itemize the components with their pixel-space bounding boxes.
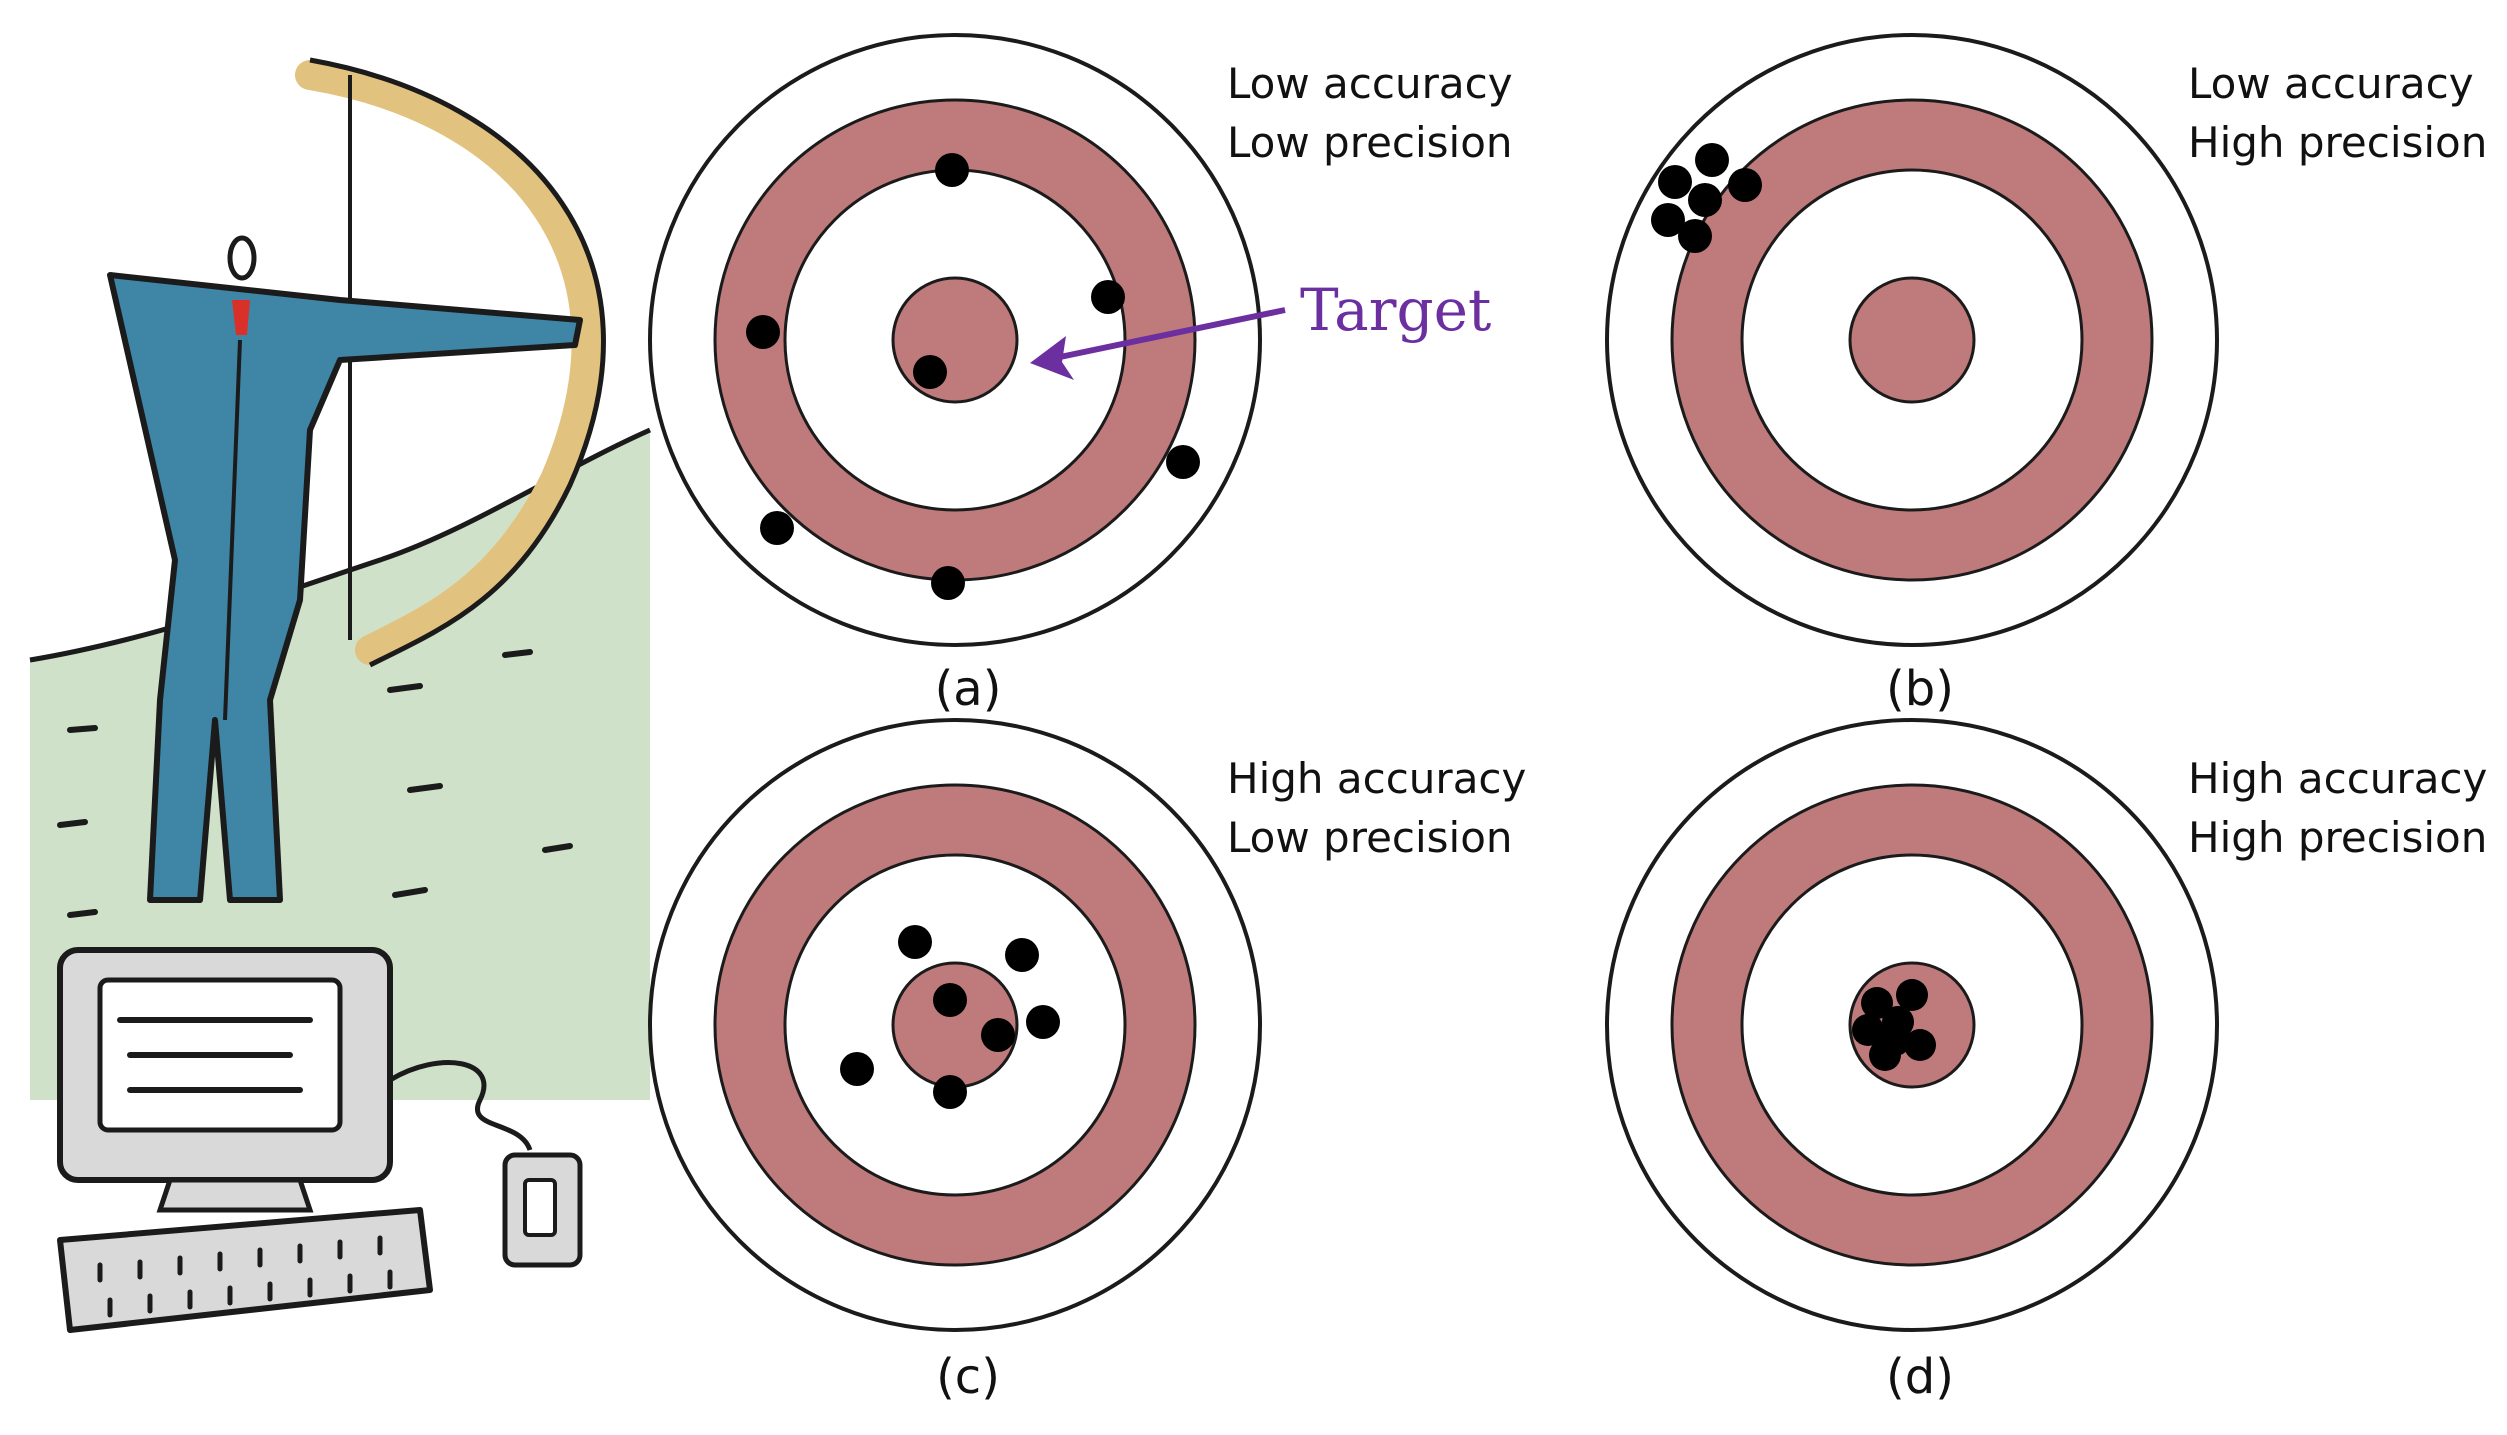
archer-head — [227, 235, 257, 281]
target-panel-b: Low accuracy High precision (b) — [1605, 33, 2487, 717]
precision-text: High precision — [2188, 813, 2487, 862]
shot-dots — [1651, 143, 1762, 253]
shot-dot — [1896, 979, 1928, 1011]
panel-label: (d) — [1886, 1349, 1954, 1405]
shot-dot — [1658, 165, 1692, 199]
shot-dot — [1861, 987, 1893, 1019]
annotation-arrowhead — [1030, 336, 1074, 380]
archer-tie — [232, 300, 250, 335]
archer-body — [107, 272, 583, 903]
shot-dot — [1904, 1029, 1936, 1061]
shot-dot — [1026, 1005, 1060, 1039]
shot-dot — [1651, 203, 1685, 237]
shot-dot — [1091, 280, 1125, 314]
keyboard — [57, 1207, 433, 1333]
shot-dots — [840, 925, 1060, 1109]
bow-outline — [309, 57, 606, 668]
panel-label: (b) — [1886, 661, 1954, 717]
shot-dot — [760, 511, 794, 545]
hill-background — [30, 430, 650, 1100]
shot-dot — [746, 315, 780, 349]
mouse-button — [523, 1178, 557, 1237]
archer-illustration — [29, 57, 652, 1333]
shot-dots — [746, 153, 1200, 600]
target-annotation-label: Target — [1300, 276, 1491, 344]
shot-dot — [898, 925, 932, 959]
shot-dot — [1678, 219, 1712, 253]
monitor-stand — [156, 1177, 314, 1213]
mouse-cable — [388, 1060, 533, 1152]
shot-dot — [1879, 1024, 1911, 1056]
bow — [295, 60, 602, 665]
accuracy-text: High accuracy — [2188, 754, 2487, 803]
keyboard-keys — [97, 1235, 393, 1318]
shot-dots — [1852, 979, 1936, 1071]
shot-dot — [1695, 143, 1729, 177]
shot-dot — [840, 1052, 874, 1086]
panel-label: (a) — [935, 661, 1002, 717]
screen-text-lines — [117, 1017, 313, 1093]
precision-text: Low precision — [1227, 813, 1513, 862]
shot-dot — [1852, 1014, 1884, 1046]
shot-dot — [931, 566, 965, 600]
archer-buttons — [223, 339, 242, 721]
shot-dot — [1728, 168, 1762, 202]
shot-dot — [933, 1075, 967, 1109]
accuracy-text: High accuracy — [1227, 754, 1526, 803]
annotation-arrow-line — [1059, 307, 1286, 360]
grass-marks — [57, 649, 573, 918]
shot-dot — [1166, 445, 1200, 479]
shot-dot — [913, 355, 947, 389]
target-panel-c: High accuracy Low precision (c) — [648, 718, 1526, 1405]
shot-dot — [935, 153, 969, 187]
target-annotation: Target — [1030, 276, 1491, 380]
shot-dot — [1688, 183, 1722, 217]
target-panel-a: Low accuracy Low precision (a) — [648, 33, 1513, 717]
target-panel-d: High accuracy High precision (d) — [1605, 718, 2487, 1405]
shot-dot — [1005, 938, 1039, 972]
panel-label: (c) — [936, 1349, 1000, 1405]
shot-dot — [981, 1018, 1015, 1052]
precision-text: Low precision — [1227, 118, 1513, 167]
precision-text: High precision — [2188, 118, 2487, 167]
shot-dot — [933, 983, 967, 1017]
accuracy-text: Low accuracy — [2188, 59, 2474, 108]
target-bullseye — [1848, 276, 1976, 404]
target-bullseye — [891, 276, 1019, 404]
accuracy-text: Low accuracy — [1227, 59, 1513, 108]
